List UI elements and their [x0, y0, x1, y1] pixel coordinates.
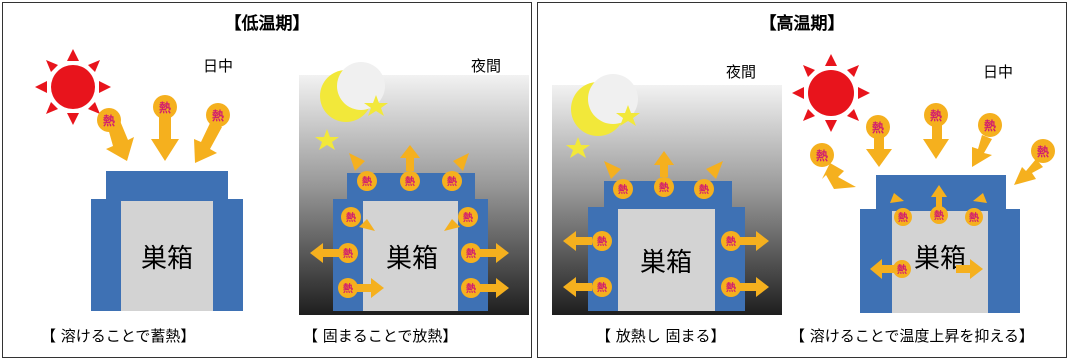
star-icon — [616, 105, 640, 126]
svg-text:熱: 熱 — [934, 209, 944, 222]
heat-arrow-in: 熱 — [930, 185, 948, 224]
moon-icon — [320, 62, 385, 122]
high-temp-panel: 【高温期】 夜間 日中 巣箱 熱 — [537, 2, 1067, 358]
heat-arrow-out: 熱 — [721, 277, 769, 297]
heat-arrow-in — [956, 259, 983, 279]
svg-text:熱: 熱 — [897, 263, 907, 276]
svg-text:熱: 熱 — [930, 108, 942, 123]
star-icon — [566, 137, 590, 158]
svg-text:熱: 熱 — [343, 247, 353, 260]
heat-arrow-in: 熱 — [923, 103, 949, 159]
heat-arrow-in: 熱 — [97, 108, 134, 161]
heat-arrow-in: 熱 — [870, 259, 911, 279]
heat-arrow-in: 熱 — [972, 113, 1002, 167]
svg-text:熱: 熱 — [343, 282, 353, 295]
heat-arrow-out: 熱 — [349, 153, 377, 191]
day-caption: 【 溶けることで蓄熱】 — [41, 327, 196, 345]
hive-label: 巣箱 — [141, 244, 193, 274]
hive-with-insulation — [588, 181, 745, 311]
sun-icon — [792, 54, 870, 132]
svg-text:熱: 熱 — [726, 281, 736, 294]
sun-icon — [35, 49, 111, 125]
svg-text:熱: 熱 — [159, 100, 171, 115]
panel-title: 【低温期】 — [224, 14, 310, 34]
heat-arrow-out: 熱 — [442, 153, 469, 191]
heat-arrow-out: 熱 — [654, 151, 674, 197]
svg-text:熱: 熱 — [618, 183, 628, 196]
panel-title: 【高温期】 — [759, 14, 845, 34]
night-label: 夜間 — [471, 57, 502, 75]
svg-text:熱: 熱 — [1037, 144, 1049, 159]
heat-arrow-out: 熱 — [400, 145, 420, 191]
heat-arrow-out: 熱 — [461, 278, 509, 298]
svg-text:熱: 熱 — [362, 175, 372, 188]
star-icon — [364, 95, 388, 116]
heat-arrow-in: 熱 — [965, 193, 987, 226]
svg-text:熱: 熱 — [816, 148, 828, 163]
heat-arrow-out: 熱 — [563, 277, 612, 297]
star-icon — [315, 129, 339, 150]
day-label: 日中 — [983, 63, 1014, 81]
svg-text:熱: 熱 — [346, 211, 356, 224]
svg-text:熱: 熱 — [103, 113, 115, 128]
svg-text:熱: 熱 — [984, 118, 996, 133]
svg-text:熱: 熱 — [597, 281, 607, 294]
svg-text:熱: 熱 — [699, 183, 709, 196]
low-temp-panel: 【低温期】 日中 夜間 熱 — [2, 2, 532, 358]
heat-arrow-out: 熱 — [604, 161, 633, 199]
hive-label: 巣箱 — [640, 248, 692, 278]
day-label: 日中 — [203, 57, 234, 75]
heat-arrow-in: 熱 — [1014, 139, 1055, 185]
heat-arrow-in: 熱 — [810, 143, 856, 189]
heat-arrow-in: 熱 — [890, 193, 912, 226]
svg-text:熱: 熱 — [466, 282, 476, 295]
hive-with-insulation — [91, 171, 243, 311]
svg-text:熱: 熱 — [212, 108, 224, 123]
heat-arrow-out: 熱 — [461, 243, 509, 263]
svg-text:熱: 熱 — [898, 211, 908, 224]
heat-arrow-out: 熱 — [694, 161, 723, 199]
day-caption: 【 溶けることで温度上昇を抑える】 — [790, 327, 1034, 345]
svg-text:熱: 熱 — [463, 211, 473, 224]
hive-label: 巣箱 — [386, 244, 438, 274]
night-label: 夜間 — [726, 63, 757, 81]
svg-text:熱: 熱 — [597, 235, 607, 248]
heat-arrow-in: 熱 — [194, 103, 230, 163]
svg-text:熱: 熱 — [447, 175, 457, 188]
heat-arrow-in: 熱 — [151, 95, 179, 161]
svg-text:熱: 熱 — [969, 211, 979, 224]
svg-text:熱: 熱 — [726, 235, 736, 248]
heat-arrow-out: 熱 — [444, 207, 478, 231]
svg-text:熱: 熱 — [872, 120, 884, 135]
heat-arrow-out: 熱 — [563, 231, 612, 251]
low-temp-illustration: 熱 熱 熱 巣箱 — [35, 49, 529, 315]
heat-arrow-out: 熱 — [341, 207, 375, 231]
svg-text:熱: 熱 — [405, 175, 415, 188]
svg-text:熱: 熱 — [659, 181, 669, 194]
night-caption: 【 固まることで放熱】 — [303, 327, 458, 345]
heat-arrow-out: 熱 — [721, 231, 769, 251]
svg-text:熱: 熱 — [466, 247, 476, 260]
night-caption: 【 放熱し 固まる】 — [596, 327, 726, 345]
heat-arrow-out: 熱 — [338, 278, 384, 298]
moon-icon — [571, 74, 638, 136]
heat-arrow-in: 熱 — [866, 115, 892, 167]
high-temp-illustration: 巣箱 熱 熱 熱 熱 熱 — [552, 54, 1055, 315]
heat-arrow-out: 熱 — [310, 243, 358, 263]
